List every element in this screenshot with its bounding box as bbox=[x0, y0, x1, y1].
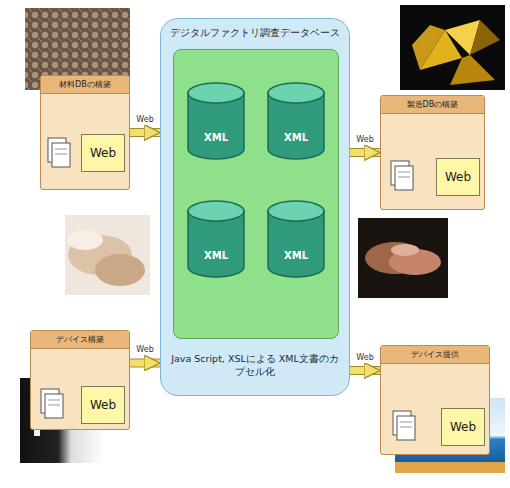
panel-title: デジタルファクトリ調査データベース bbox=[169, 27, 341, 40]
xml-cylinder: XML bbox=[186, 81, 246, 161]
box-label: XML bbox=[204, 250, 228, 279]
handshake-photo bbox=[358, 218, 448, 298]
hands-photo bbox=[65, 215, 150, 295]
document-icon bbox=[390, 160, 414, 192]
box-label: Web bbox=[450, 420, 476, 434]
document-icon bbox=[40, 388, 64, 420]
arrow-outline bbox=[350, 366, 380, 375]
cylinder-shape bbox=[186, 199, 246, 279]
arrow-label: Web bbox=[136, 115, 153, 124]
database-panel: デジタルファクトリ調査データベース Java Script, XSLによる XML… bbox=[160, 18, 350, 396]
arrow-outline bbox=[130, 359, 160, 368]
cylinder-top bbox=[188, 201, 244, 221]
arrow-label: Web bbox=[356, 135, 373, 144]
web-box: Web bbox=[81, 386, 125, 424]
xml-cylinder: XML bbox=[266, 199, 326, 279]
mesh-photo bbox=[400, 5, 505, 90]
document-icon bbox=[392, 410, 416, 442]
cylinder-shape bbox=[266, 199, 326, 279]
cylinder-shape bbox=[186, 81, 246, 161]
web-box: Web bbox=[436, 158, 480, 196]
card-heading: 材料DBの構築 bbox=[41, 76, 129, 94]
box-label: Web bbox=[90, 398, 116, 412]
cylinder-top bbox=[268, 201, 324, 221]
box-label: XML bbox=[204, 132, 228, 161]
xml-cylinder: XML bbox=[186, 199, 246, 279]
card-heading: 製造DBの構築 bbox=[381, 96, 484, 114]
box-label: XML bbox=[284, 132, 308, 161]
arrow-outline bbox=[130, 128, 160, 137]
box-label: Web bbox=[445, 170, 471, 184]
box-label: XML bbox=[284, 250, 308, 279]
panel-note: Java Script, XSLによる XML文書のカプセル化 bbox=[169, 353, 341, 379]
arrow-outline bbox=[350, 148, 380, 157]
document-icon bbox=[47, 137, 71, 169]
task-card: 材料DBの構築 Web bbox=[40, 75, 130, 190]
card-heading: デバイス提供 bbox=[381, 346, 489, 364]
box-label: Web bbox=[90, 146, 116, 160]
card-heading: デバイス構築 bbox=[31, 331, 129, 349]
arrow-label: Web bbox=[136, 345, 153, 354]
cylinder-shape bbox=[266, 81, 326, 161]
web-box: Web bbox=[81, 134, 125, 172]
cylinder-top bbox=[188, 83, 244, 103]
web-box: Web bbox=[441, 408, 485, 446]
data-arrow bbox=[130, 129, 160, 136]
data-arrow bbox=[350, 367, 380, 374]
data-arrow bbox=[350, 149, 380, 156]
cylinder-top bbox=[268, 83, 324, 103]
arrow-label: Web bbox=[356, 353, 373, 362]
data-arrow bbox=[130, 360, 160, 367]
xml-cylinder: XML bbox=[266, 81, 326, 161]
task-card: 製造DBの構築 Web bbox=[380, 95, 485, 210]
